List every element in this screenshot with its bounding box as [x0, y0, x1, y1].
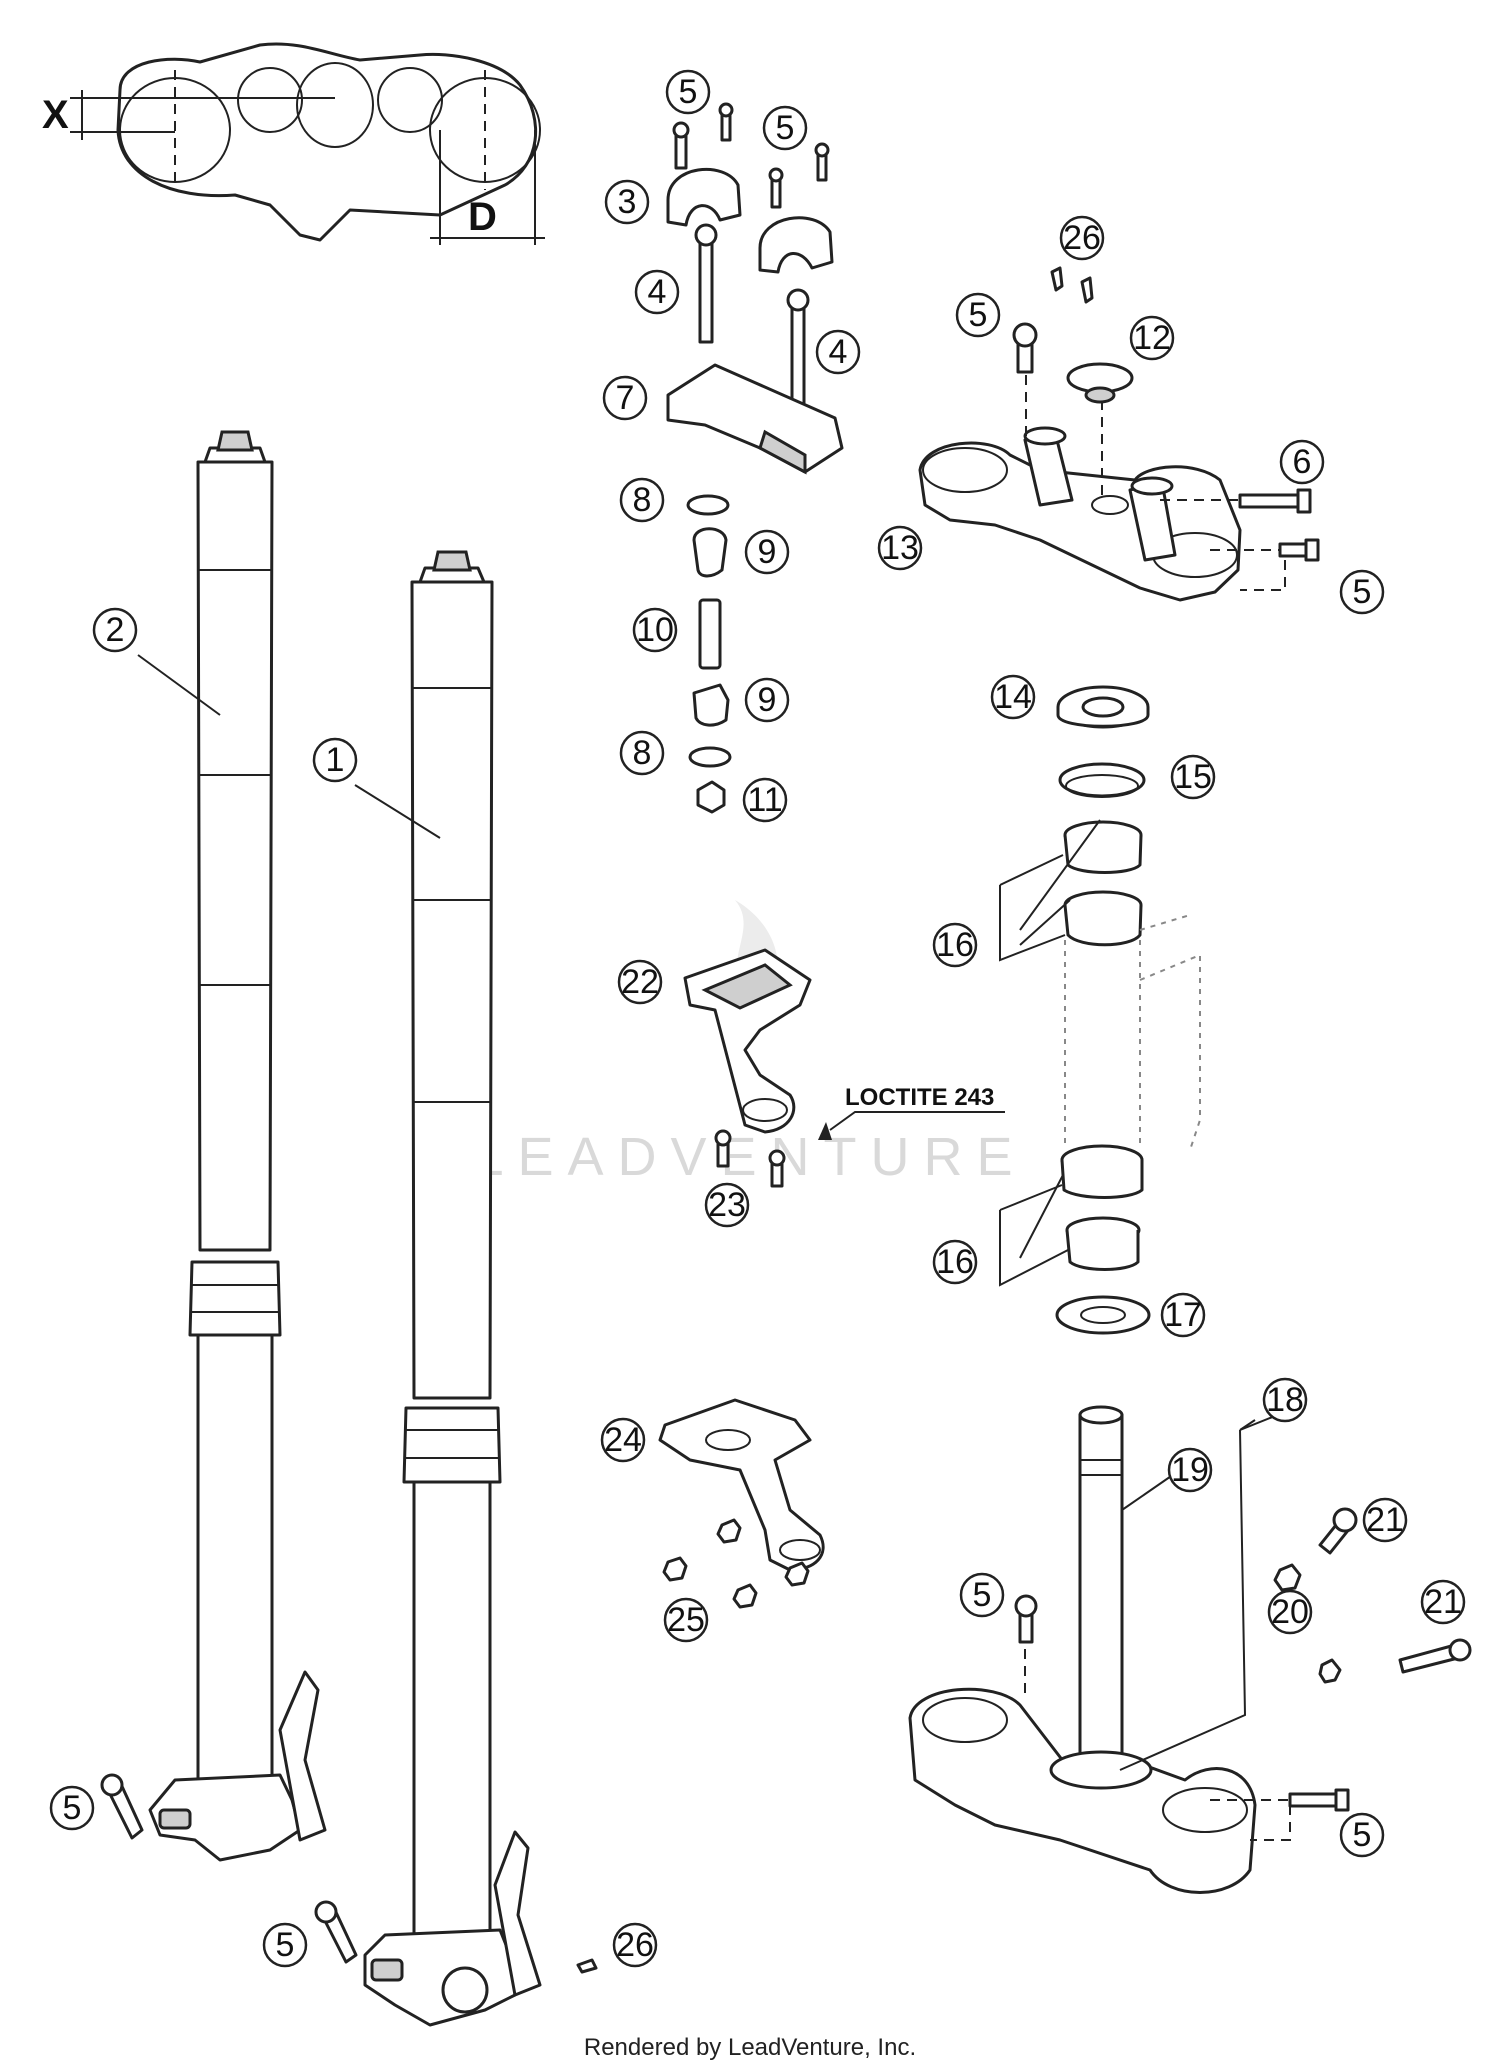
callout-12: 12 [1129, 315, 1175, 361]
svg-text:10: 10 [636, 611, 674, 649]
callout-4b: 4 [815, 329, 861, 375]
callout-4a: 4 [634, 269, 680, 315]
svg-text:23: 23 [708, 1186, 746, 1224]
callout-26a: 26 [1059, 215, 1105, 261]
svg-text:24: 24 [604, 1421, 642, 1459]
callout-16a: 16 [932, 922, 978, 968]
callout-18: 18 [1262, 1377, 1308, 1423]
callout-9a: 9 [744, 529, 790, 575]
steering-bearings [1055, 685, 1201, 1335]
fork-clamp-bolts [100, 1773, 598, 1974]
svg-text:5: 5 [1353, 573, 1372, 611]
callout-22: 22 [617, 959, 663, 1005]
callout-16b: 16 [932, 1239, 978, 1285]
svg-text:5: 5 [776, 109, 795, 147]
callout-23: 23 [704, 1182, 750, 1228]
callout-5g: 5 [49, 1785, 95, 1831]
callout-5h: 5 [262, 1922, 308, 1968]
svg-text:8: 8 [633, 481, 652, 519]
bracket-24 [658, 1398, 825, 1609]
dimension-x-label: X [42, 93, 69, 137]
callout-5e: 5 [959, 1572, 1005, 1618]
callout-21a: 21 [1362, 1497, 1408, 1543]
callout-24: 24 [600, 1417, 646, 1463]
svg-text:5: 5 [679, 73, 698, 111]
svg-text:1: 1 [326, 741, 345, 779]
leader-lines [137, 654, 1291, 1771]
svg-text:12: 12 [1133, 319, 1171, 357]
svg-text:19: 19 [1171, 1451, 1209, 1489]
svg-text:5: 5 [1353, 1816, 1372, 1854]
svg-text:11: 11 [747, 781, 782, 819]
svg-text:5: 5 [276, 1926, 295, 1964]
callout-14: 14 [990, 674, 1036, 720]
svg-text:25: 25 [667, 1601, 705, 1639]
svg-text:3: 3 [618, 183, 637, 221]
callout-3: 3 [604, 179, 650, 225]
handlebar-clamp-assembly [666, 102, 844, 814]
callout-13: 13 [877, 525, 923, 571]
callout-5b: 5 [762, 105, 808, 151]
callout-8b: 8 [619, 730, 665, 776]
svg-text:9: 9 [758, 681, 777, 719]
callout-19: 19 [1167, 1447, 1213, 1493]
callout-5c: 5 [955, 292, 1001, 338]
callout-11: 11 [742, 777, 788, 823]
svg-text:4: 4 [829, 333, 848, 371]
callout-21b: 21 [1420, 1579, 1466, 1625]
svg-text:21: 21 [1424, 1583, 1462, 1621]
svg-text:22: 22 [621, 963, 659, 1001]
svg-text:20: 20 [1271, 1593, 1309, 1631]
svg-text:5: 5 [969, 296, 988, 334]
svg-text:17: 17 [1164, 1296, 1202, 1334]
watermark-text: LEADVENTURE [473, 1127, 1026, 1187]
fork-leg-left [148, 430, 327, 1862]
svg-text:18: 18 [1266, 1381, 1304, 1419]
svg-text:21: 21 [1366, 1501, 1404, 1539]
callout-17: 17 [1160, 1292, 1206, 1338]
callout-20: 20 [1267, 1589, 1313, 1635]
upper-triple-clamp [918, 266, 1320, 602]
svg-text:9: 9 [758, 533, 777, 571]
svg-text:15: 15 [1174, 758, 1212, 796]
svg-text:14: 14 [994, 678, 1032, 716]
svg-text:16: 16 [936, 1243, 974, 1281]
fork-leg-right [363, 550, 542, 2027]
callout-5f: 5 [1339, 1812, 1385, 1858]
svg-text:5: 5 [973, 1576, 992, 1614]
lower-triple-clamp [908, 1405, 1472, 1894]
svg-text:6: 6 [1293, 443, 1312, 481]
callout-2: 2 [92, 607, 138, 653]
svg-text:26: 26 [616, 1926, 654, 1964]
dimension-d-label: D [468, 195, 497, 239]
callout-10: 10 [632, 607, 678, 653]
svg-text:8: 8 [633, 734, 652, 772]
loctite-note: LOCTITE 243 [845, 1084, 994, 1111]
callout-7: 7 [602, 375, 648, 421]
bracket-22 [683, 948, 832, 1188]
svg-text:26: 26 [1063, 219, 1101, 257]
footer-credit: Rendered by LeadVenture, Inc. [584, 2034, 916, 2061]
svg-text:4: 4 [648, 273, 667, 311]
callout-5d: 5 [1339, 569, 1385, 615]
callout-1: 1 [312, 737, 358, 783]
svg-text:2: 2 [106, 611, 125, 649]
callout-9b: 9 [744, 677, 790, 723]
callout-6: 6 [1279, 439, 1325, 485]
svg-text:16: 16 [936, 926, 974, 964]
callouts: 1 2 3 4 4 5 5 5 5 5 5 5 5 6 7 8 8 9 9 10… [49, 69, 1466, 1968]
callout-5a: 5 [665, 69, 711, 115]
callout-15: 15 [1170, 754, 1216, 800]
svg-text:5: 5 [63, 1789, 82, 1827]
callout-25: 25 [663, 1597, 709, 1643]
svg-text:13: 13 [881, 529, 919, 567]
triple-clamp-top-view: X D [42, 42, 545, 245]
callout-8a: 8 [619, 477, 665, 523]
svg-text:7: 7 [616, 379, 635, 417]
callout-26b: 26 [612, 1922, 658, 1968]
